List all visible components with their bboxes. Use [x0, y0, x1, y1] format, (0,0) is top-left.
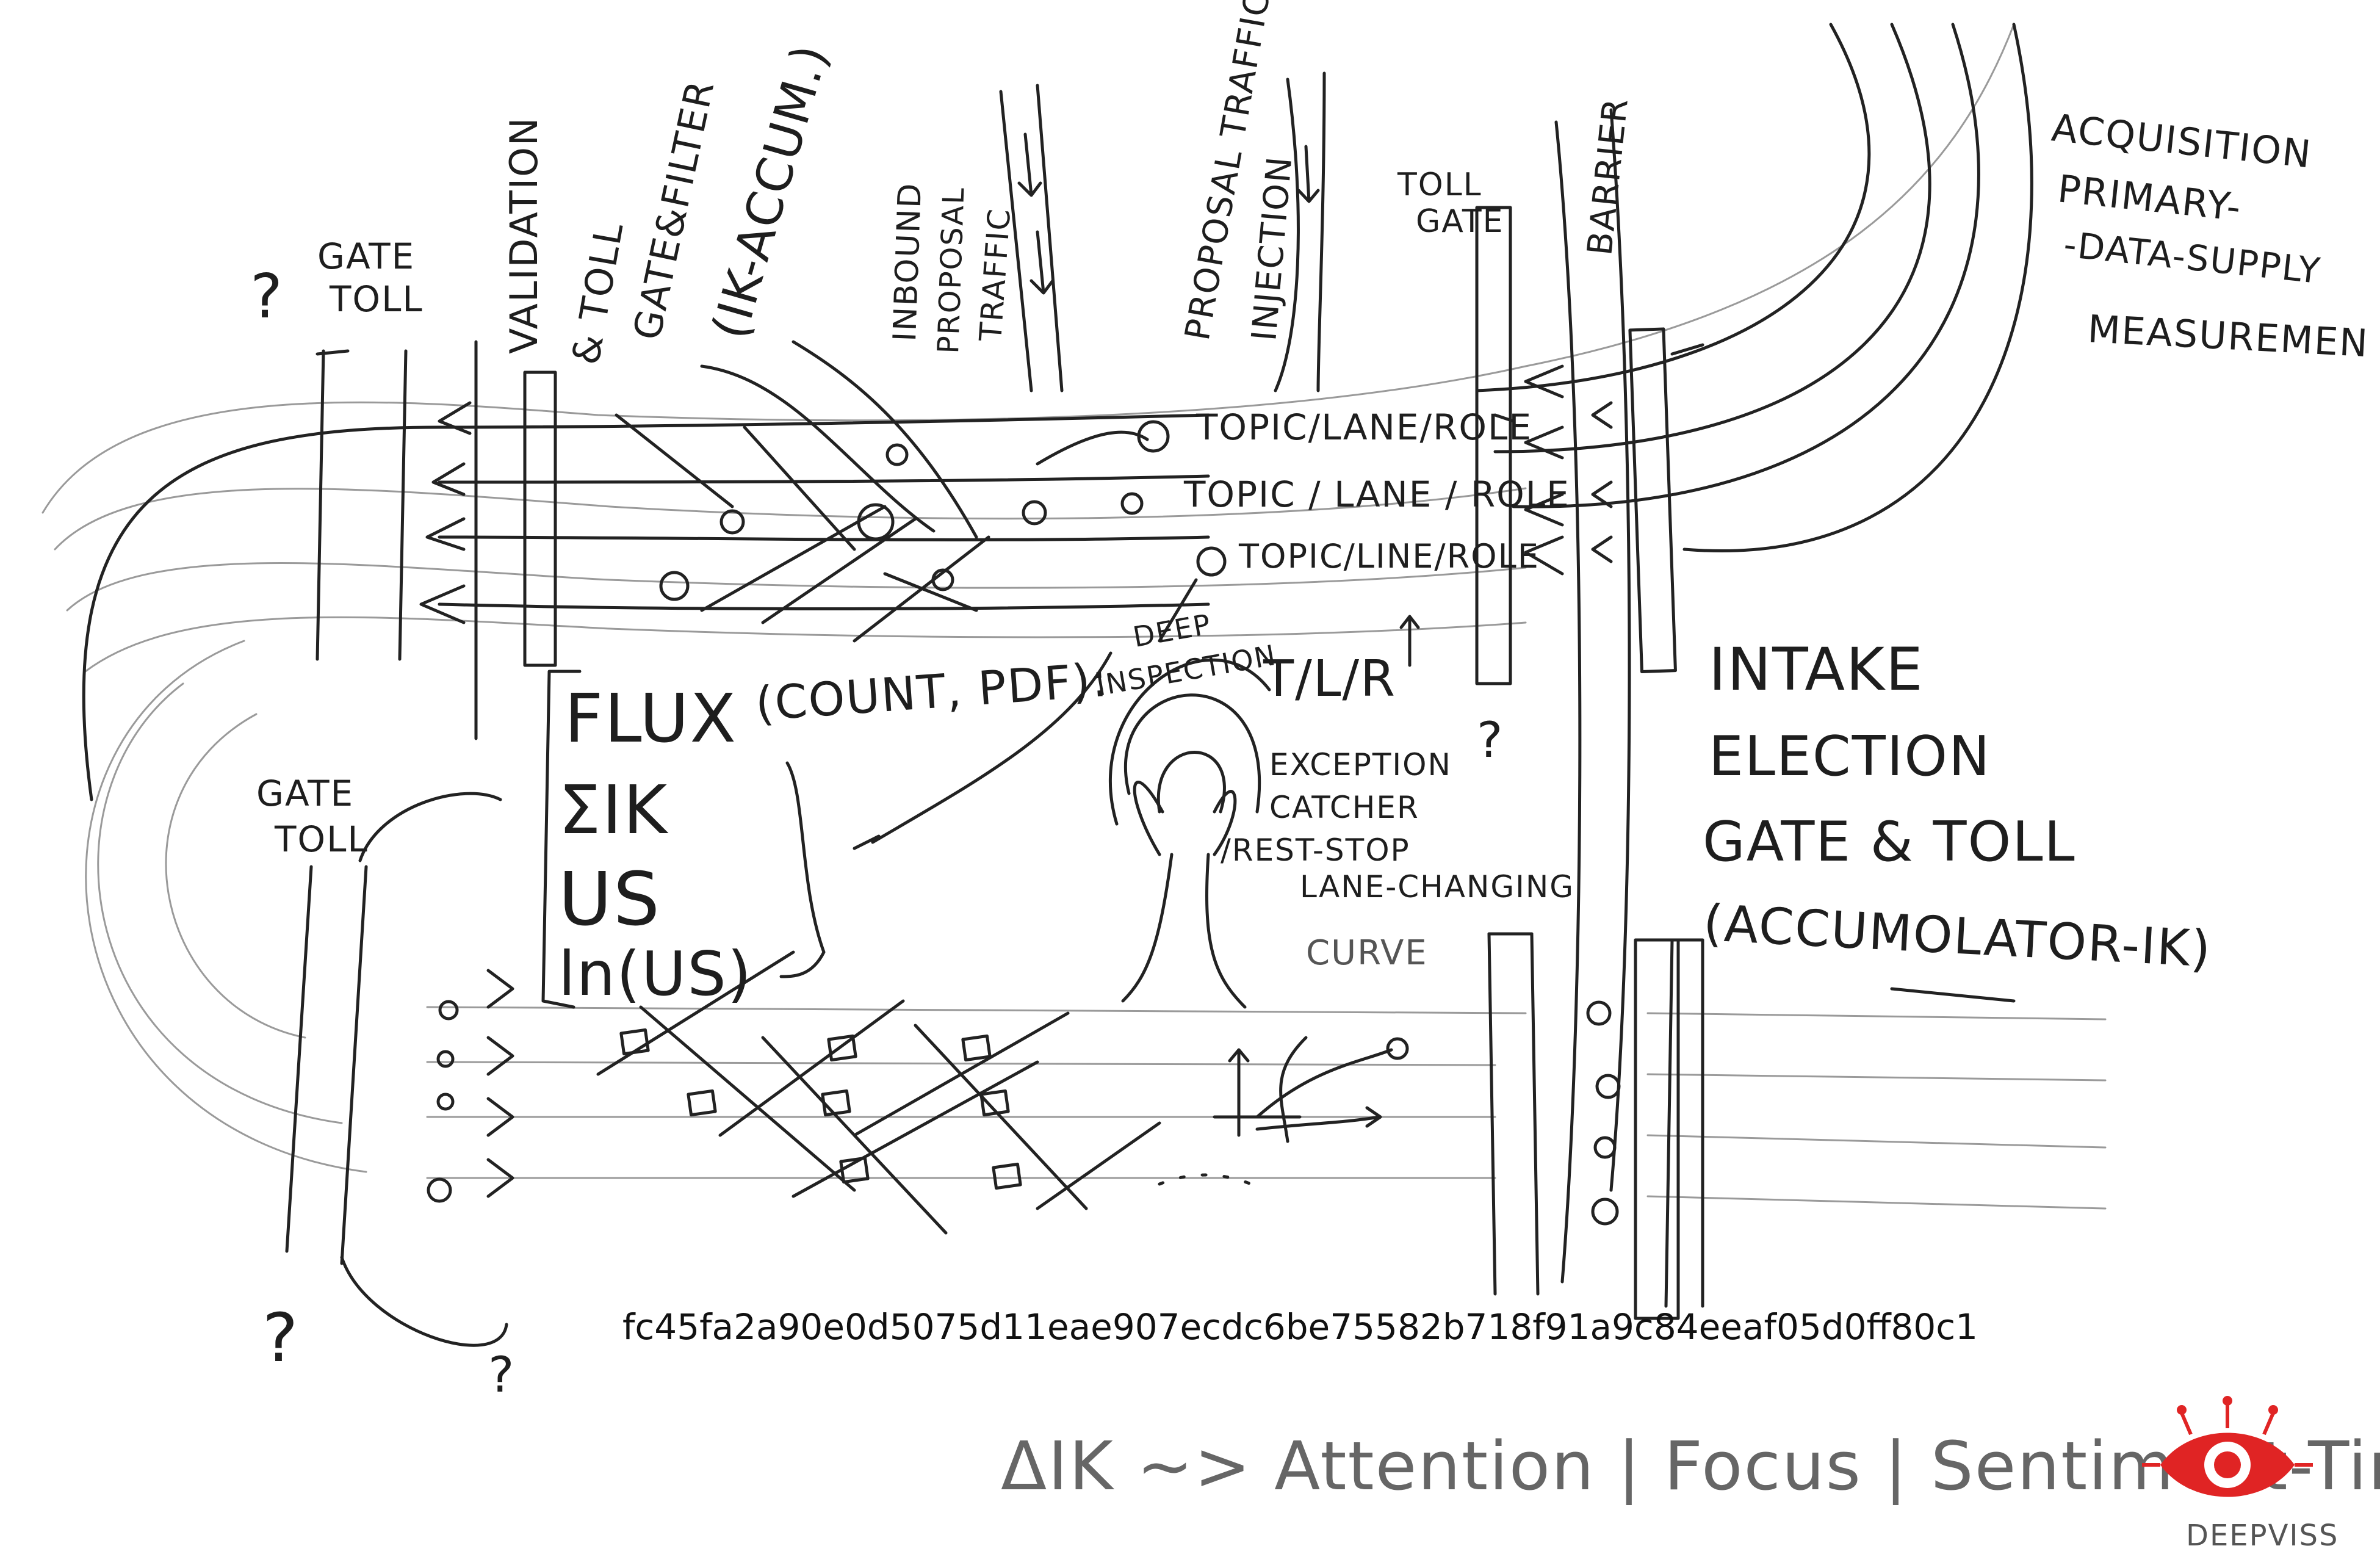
- inbound-line3: TRAFFIC: [973, 207, 1017, 343]
- toll-gate-line2: GATE: [1416, 203, 1504, 240]
- validation-line1: VALIDATION: [502, 117, 546, 354]
- gate-toll-top-line2: TOLL: [329, 278, 424, 320]
- flux-line3: US: [558, 858, 661, 942]
- acquisition-line1: ACQUISITION: [2049, 105, 2313, 176]
- gate-toll-top-line1: GATE: [317, 236, 415, 277]
- lane-label-1: TOPIC/LANE/ROLE: [1195, 406, 1532, 448]
- lane-changing-line1: LANE-CHANGING: [1300, 869, 1574, 905]
- image-hash-text: fc45fa2a90e0d5075d11eae907ecdc6be75582b7…: [622, 1306, 1978, 1348]
- toll-gate-line1: TOLL: [1397, 167, 1482, 203]
- acquisition-line3: -DATA-SUPPLY: [2062, 223, 2323, 292]
- validation-line4: (IK-ACCUM.): [701, 38, 839, 345]
- lane-changing-line2: CURVE: [1306, 933, 1428, 973]
- intake-line3: GATE & TOLL: [1703, 810, 2076, 874]
- intake-line4: (ACCUMOLATOR-IK): [1702, 894, 2213, 978]
- gate-toll-bottom-line1: GATE: [256, 773, 354, 814]
- acquisition-line2: PRIMARY-: [2055, 166, 2244, 229]
- intake-line2: ELECTION: [1709, 724, 1991, 789]
- question-mark-bottom-mid: ?: [488, 1346, 515, 1403]
- exception-line2: CATCHER: [1269, 790, 1419, 825]
- flux-line1: FLUX: [564, 679, 737, 757]
- exception-line1: EXCEPTION: [1269, 747, 1452, 782]
- question-mark-mid-right: ?: [1477, 712, 1504, 768]
- flux-line4: ln(US): [558, 938, 752, 1010]
- acquisition-line4: MEASUREMEN: [2086, 306, 2370, 366]
- tlr-label: T/L/R: [1263, 650, 1396, 708]
- lane-label-3: TOPIC/LINE/ROLE: [1238, 537, 1540, 576]
- gate-toll-bottom-line2: TOLL: [274, 818, 369, 860]
- intake-line1: INTAKE: [1709, 635, 1924, 704]
- validation-line2: & TOLL: [563, 219, 632, 368]
- question-mark-bottom-left: ?: [262, 1299, 299, 1377]
- proposal-injection-line2: INJECTION: [1244, 154, 1300, 343]
- inbound-line1: INBOUND: [887, 182, 929, 342]
- inbound-line2: PROPOSAL: [931, 186, 972, 355]
- barrier-label: BARRIER: [1580, 96, 1636, 258]
- lane-label-2: TOPIC / LANE / ROLE: [1183, 474, 1570, 515]
- flux-line2: ΣIK: [558, 771, 669, 849]
- exception-line3: /REST-STOP: [1221, 833, 1410, 868]
- deep-inspection-line1: DEEP: [1131, 607, 1214, 654]
- question-mark-top-left: ?: [250, 261, 284, 332]
- deepviss-logo-icon: [2142, 1396, 2313, 1497]
- deep-inspection-line2: INSPECTION: [1094, 638, 1279, 703]
- deepviss-logo-text: DEEPVISS: [2186, 1519, 2339, 1553]
